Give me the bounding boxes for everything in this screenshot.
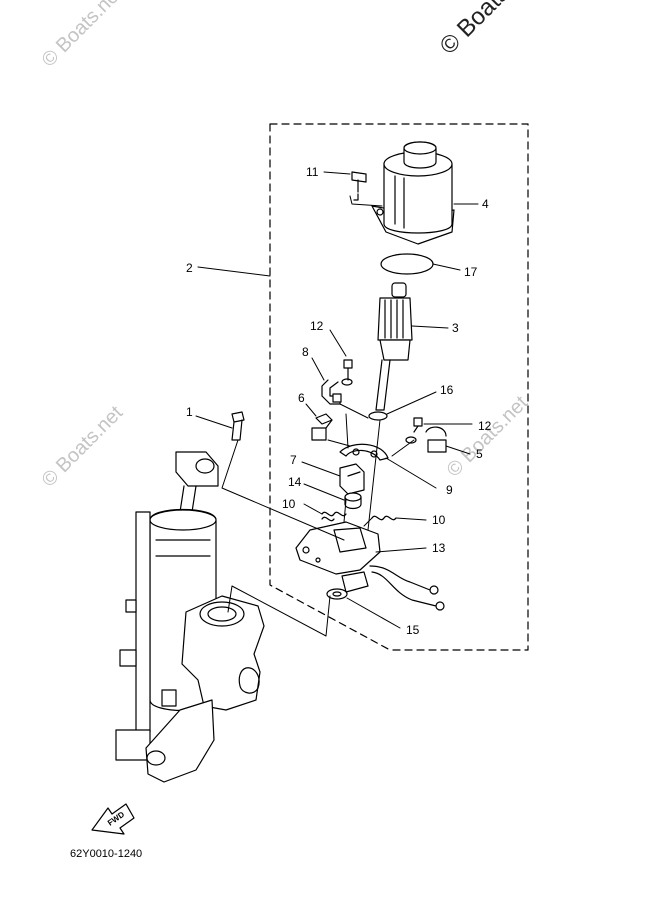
callout-17: 17 (464, 265, 478, 279)
callout-2: 2 (186, 261, 193, 275)
fwd-arrow-icon: FWD (91, 803, 135, 835)
callout-3: 3 (452, 321, 459, 335)
bolt-part-1 (231, 411, 245, 441)
spring-part-10-right (371, 515, 397, 521)
brush-part-5 (425, 426, 447, 453)
o-ring-part-17 (380, 253, 434, 275)
callout-6: 6 (298, 391, 305, 405)
diagram-part-code: 62Y0010-1240 (70, 848, 143, 860)
assembly-boundary (269, 123, 529, 651)
screw-part-12-right (405, 417, 423, 444)
spring-part-10-left (321, 511, 347, 522)
screw-part-11 (351, 171, 367, 201)
callout-13: 13 (432, 541, 446, 555)
motor-part-4 (371, 141, 455, 245)
washer-part-16 (368, 411, 388, 421)
tilt-cylinder-assembly (115, 451, 265, 783)
switch-part-7 (339, 463, 365, 495)
motor-base-part-13 (295, 521, 445, 611)
callout-10-left: 10 (282, 497, 296, 511)
callout-1: 1 (186, 405, 193, 419)
bush-part-14 (344, 492, 362, 510)
callout-5: 5 (476, 447, 483, 461)
callout-12-left: 12 (310, 319, 324, 333)
brush-plate-part-9 (339, 443, 389, 461)
seal-part-15 (326, 588, 348, 600)
armature-part-3 (375, 282, 413, 411)
callout-10-right: 10 (432, 513, 446, 527)
leader-lines (195, 171, 479, 637)
callout-8: 8 (302, 345, 309, 359)
brush-holder-part-8 (321, 379, 342, 405)
callout-16: 16 (440, 383, 454, 397)
brush-part-6 (311, 413, 333, 441)
screw-part-12-left (341, 359, 353, 386)
callout-9: 9 (446, 483, 453, 497)
callout-14: 14 (288, 475, 302, 489)
callout-11: 11 (306, 165, 319, 179)
callout-12-right: 12 (478, 419, 492, 433)
callout-15: 15 (406, 623, 420, 637)
callout-7: 7 (290, 453, 297, 467)
callout-4: 4 (482, 197, 489, 211)
